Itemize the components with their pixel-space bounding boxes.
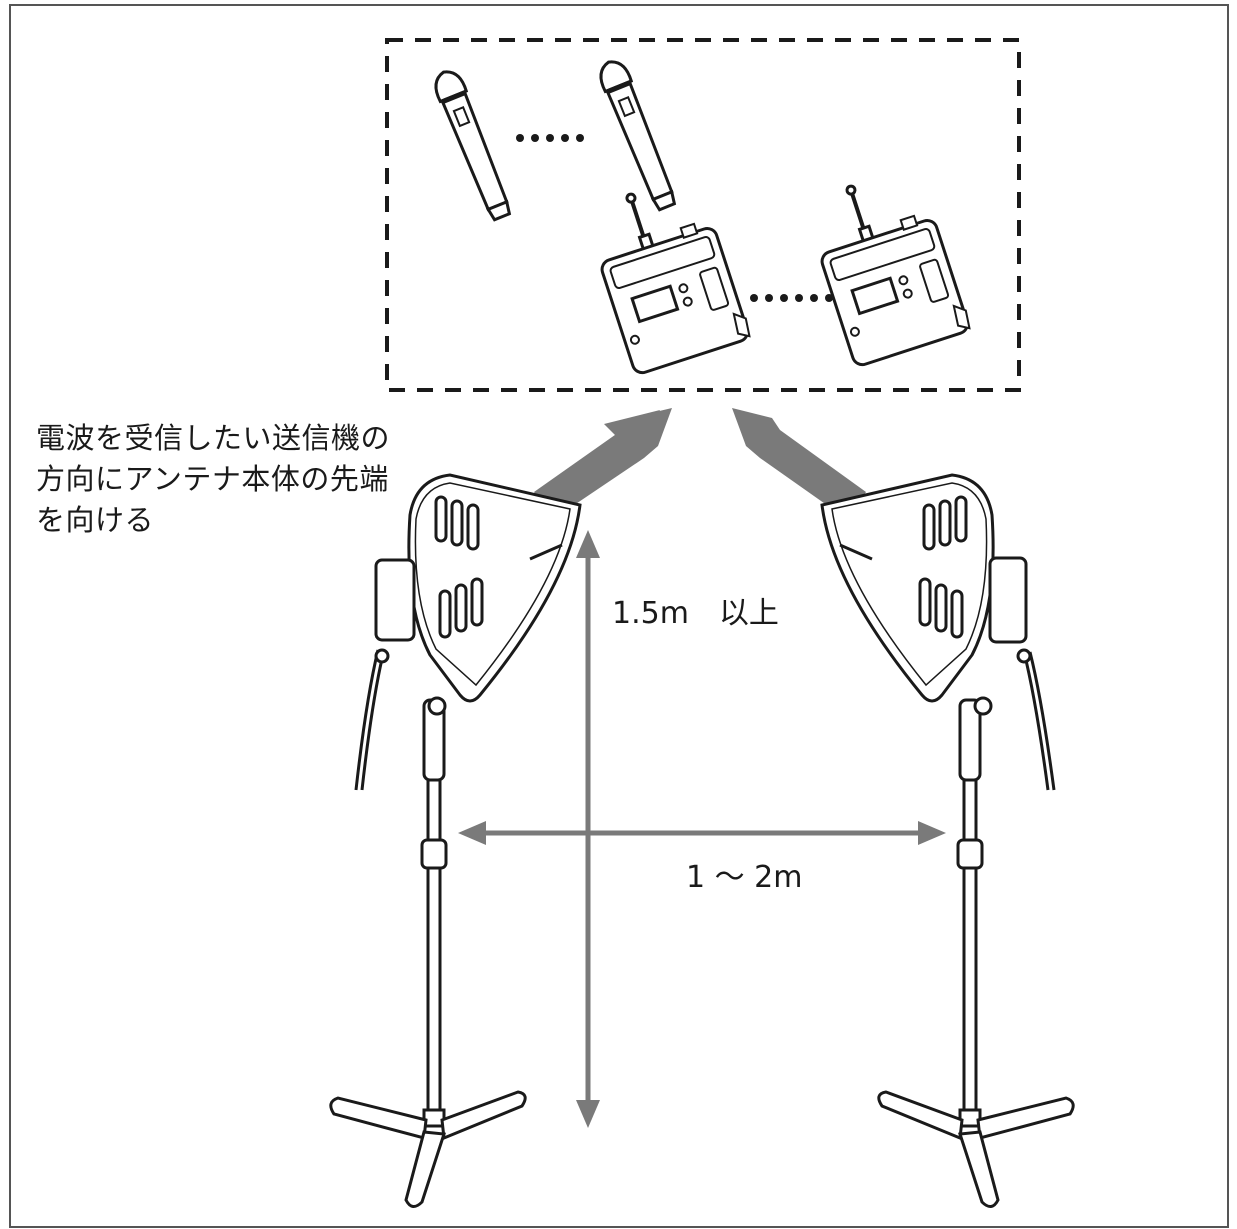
tripod-stand-icon (877, 698, 1075, 1209)
antenna-cable-right (988, 556, 1056, 791)
instruction-line-3: を向ける (36, 503, 155, 537)
height-dimension-arrow (576, 530, 600, 1128)
width-dimension-arrow (458, 821, 946, 845)
ellipsis-dots (516, 134, 584, 142)
bodypack-transmitter-icon (800, 162, 974, 370)
width-dimension-label: 1 ～ 2m (686, 860, 803, 895)
instruction-text: 電波を受信したい送信機の 方向にアンテナ本体の先端 を向ける (36, 418, 390, 541)
direction-arrow-left (534, 408, 672, 520)
outer-frame (9, 4, 1229, 1228)
handheld-microphone-icon (593, 55, 682, 214)
height-dimension-label: 1.5m 以上 (612, 596, 779, 631)
tripod-stand-icon (329, 698, 527, 1209)
transmitter-zone (385, 38, 1021, 392)
antenna-mount-knob (973, 696, 993, 716)
instruction-line-2: 方向にアンテナ本体の先端 (36, 462, 389, 496)
antenna-cable-left (354, 558, 416, 791)
directional-antenna-icon (820, 473, 995, 703)
instruction-line-1: 電波を受信したい送信機の (36, 421, 391, 455)
ellipsis-dots (750, 294, 833, 302)
antenna-mount-knob (427, 696, 447, 716)
directional-antenna-icon (407, 473, 582, 703)
direction-arrow-right (732, 408, 866, 520)
handheld-microphone-icon (428, 65, 517, 224)
